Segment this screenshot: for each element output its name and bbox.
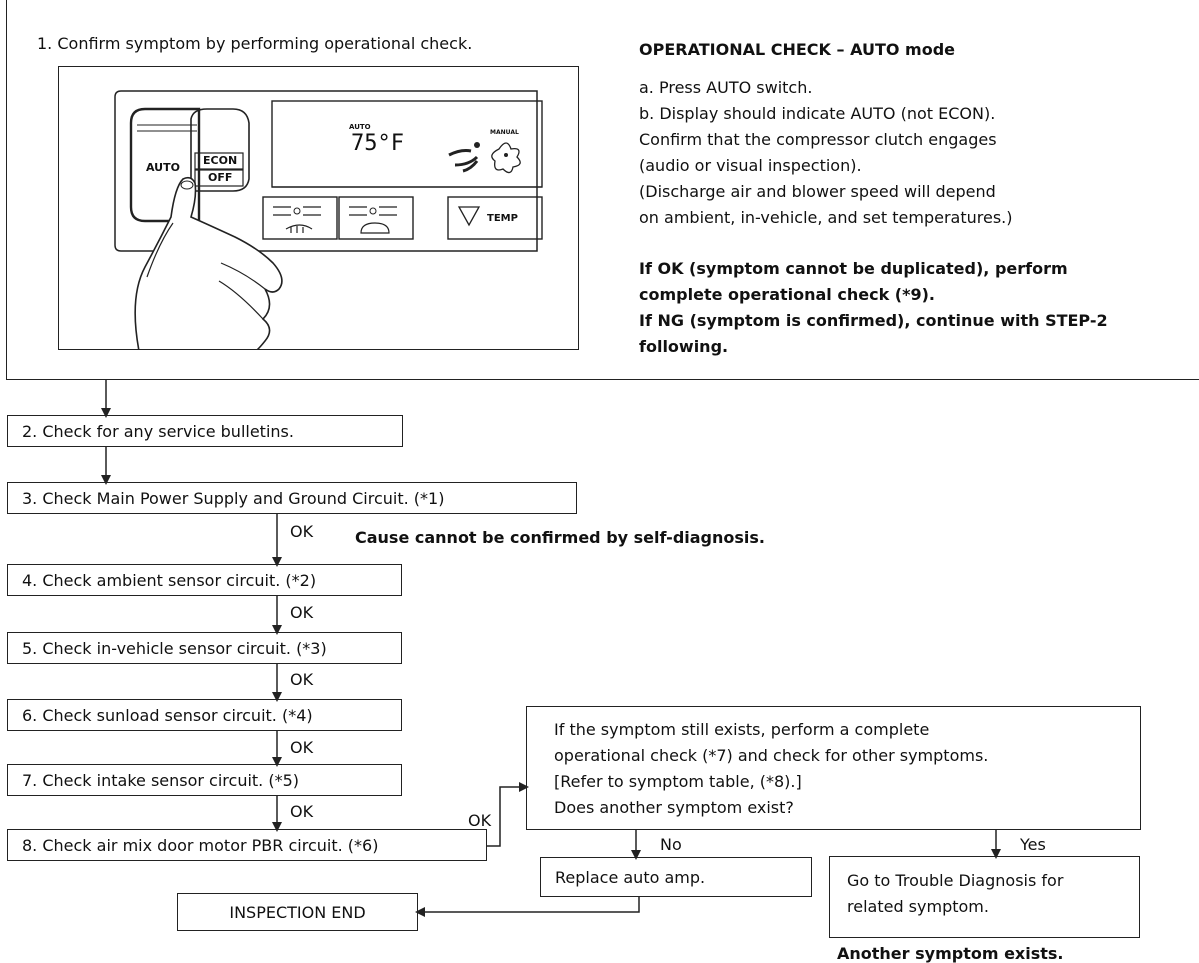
temp-button-label: TEMP: [487, 213, 518, 224]
step-5-text: 5. Check in-vehicle sensor circuit. (*3): [22, 638, 327, 658]
trouble-line: Go to Trouble Diagnosis for: [847, 871, 1064, 890]
ok-label-5: OK: [290, 670, 314, 689]
step-3-box: 3. Check Main Power Supply and Ground Ci…: [7, 482, 577, 514]
ok-label-6: OK: [290, 738, 314, 757]
check-line: (Discharge air and blower speed will dep…: [639, 182, 996, 201]
check-line: Confirm that the compressor clutch engag…: [639, 130, 997, 149]
display-manual-indicator: MANUAL: [490, 129, 519, 136]
check-line: a. Press AUTO switch.: [639, 78, 813, 97]
cause-note: Cause cannot be confirmed by self-diagno…: [355, 528, 765, 547]
decision-line: Does another symptom exist?: [554, 798, 794, 817]
replace-auto-amp-box: Replace auto amp.: [540, 857, 812, 897]
check-line: b. Display should indicate AUTO (not ECO…: [639, 104, 996, 123]
step-8-text: 8. Check air mix door motor PBR circuit.…: [22, 835, 379, 855]
step-3-text: 3. Check Main Power Supply and Ground Ci…: [22, 488, 445, 508]
ok-label-8: OK: [468, 811, 492, 830]
another-symptom-decision-box: If the symptom still exists, perform a c…: [526, 706, 1141, 830]
result-line: complete operational check (*9).: [639, 285, 935, 304]
ok-label-4: OK: [290, 603, 314, 622]
step-5-box: 5. Check in-vehicle sensor circuit. (*3): [7, 632, 402, 664]
no-label: No: [660, 835, 682, 854]
step-4-text: 4. Check ambient sensor circuit. (*2): [22, 570, 317, 590]
decision-line: operational check (*7) and check for oth…: [554, 746, 989, 765]
check-line: (audio or visual inspection).: [639, 156, 862, 175]
ok-label-3: OK: [290, 522, 314, 541]
display-temperature: 75°F: [351, 131, 404, 156]
econ-label: ECON: [203, 154, 238, 167]
decision-line: If the symptom still exists, perform a c…: [554, 720, 930, 739]
step-2-box: 2. Check for any service bulletins.: [7, 415, 403, 447]
operational-check-title: OPERATIONAL CHECK – AUTO mode: [639, 40, 956, 59]
operational-check-steps: a. Press AUTO switch. b. Display should …: [639, 75, 1012, 231]
step-7-text: 7. Check intake sensor circuit. (*5): [22, 770, 300, 790]
step-7-box: 7. Check intake sensor circuit. (*5): [7, 764, 402, 796]
trouble-diagnosis-box: Go to Trouble Diagnosis for related symp…: [829, 856, 1140, 938]
off-label: OFF: [208, 171, 233, 184]
control-panel-illustration: AUTO ECON OFF AUTO 75°F MANUAL TEMP: [58, 66, 579, 350]
step-6-text: 6. Check sunload sensor circuit. (*4): [22, 705, 313, 725]
ok-label-7: OK: [290, 802, 314, 821]
result-line: If NG (symptom is confirmed), continue w…: [639, 311, 1108, 330]
result-line: If OK (symptom cannot be duplicated), pe…: [639, 259, 1068, 278]
check-result-instructions: If OK (symptom cannot be duplicated), pe…: [639, 256, 1108, 360]
yes-label: Yes: [1020, 835, 1046, 854]
display-auto-indicator: AUTO: [349, 123, 371, 131]
check-line: on ambient, in-vehicle, and set temperat…: [639, 208, 1013, 227]
step-6-box: 6. Check sunload sensor circuit. (*4): [7, 699, 402, 731]
step1-title: 1. Confirm symptom by performing operati…: [37, 34, 473, 53]
step-2-text: 2. Check for any service bulletins.: [22, 421, 294, 441]
inspection-end-text: INSPECTION END: [229, 902, 366, 922]
replace-auto-amp-text: Replace auto amp.: [555, 867, 706, 887]
another-symptom-note: Another symptom exists.: [837, 944, 1064, 963]
trouble-line: related symptom.: [847, 897, 989, 916]
decision-line: [Refer to symptom table, (*8).]: [554, 772, 802, 791]
result-line: following.: [639, 337, 729, 356]
step-4-box: 4. Check ambient sensor circuit. (*2): [7, 564, 402, 596]
step-8-box: 8. Check air mix door motor PBR circuit.…: [7, 829, 487, 861]
inspection-end-box: INSPECTION END: [177, 893, 418, 931]
auto-button-label: AUTO: [146, 161, 180, 174]
